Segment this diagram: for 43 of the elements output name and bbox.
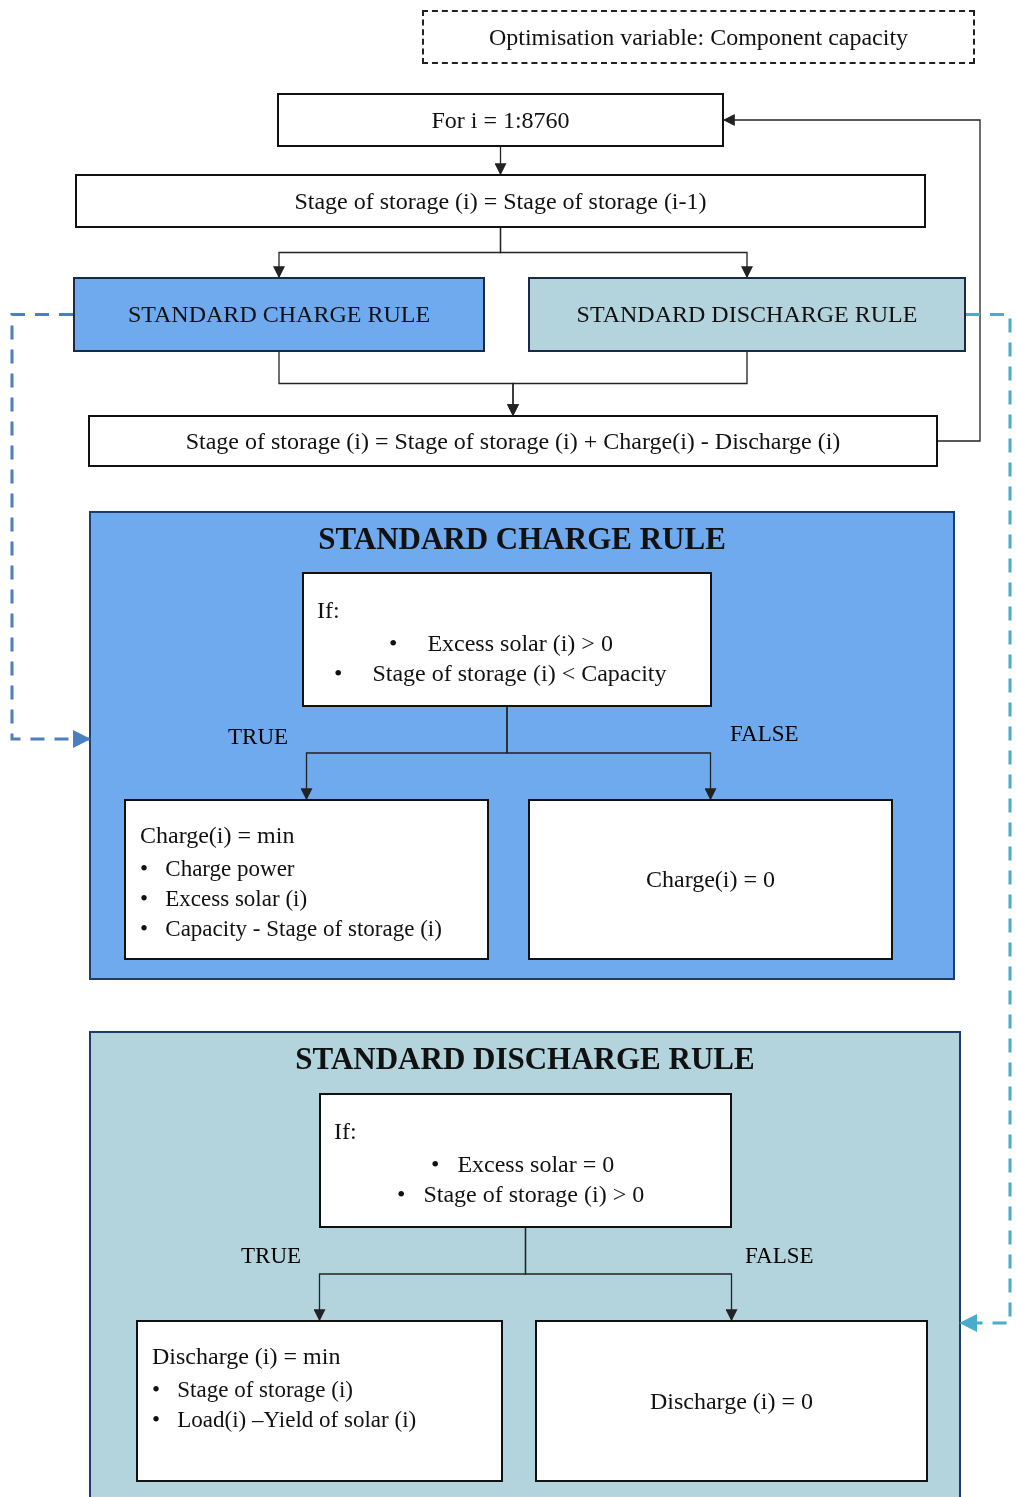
condition-heading: If:	[317, 596, 340, 625]
process-box	[277, 93, 724, 147]
condition-text: • Excess solar = 0	[431, 1150, 615, 1179]
result-box	[528, 799, 893, 960]
result-heading: Discharge (i) = min	[152, 1342, 342, 1371]
dashed-arrow	[959, 313, 1012, 1332]
rule-panel	[89, 511, 955, 980]
arrow	[722, 114, 981, 442]
arrow	[494, 146, 507, 176]
rule-panel	[89, 1031, 961, 1497]
arrow	[499, 227, 753, 279]
box-text: Stage of storage (i) = Stage of storage (i-1)	[294, 186, 707, 216]
arrow	[524, 1227, 738, 1322]
note-box	[422, 10, 975, 64]
condition-text: • Stage of storage (i) < Capacity	[334, 659, 667, 688]
box-text: For i = 1:8760	[431, 105, 570, 135]
bullet-item: • Stage of storage (i)	[152, 1375, 354, 1404]
box-text: STANDARD DISCHARGE RULE	[576, 300, 918, 329]
bullet-item: • Load(i) –Yield of solar (i)	[152, 1405, 418, 1434]
result-box	[535, 1320, 928, 1482]
panel-title: STANDARD CHARGE RULE	[317, 521, 727, 557]
bullet-item: • Excess solar (i)	[140, 884, 309, 913]
box-text: Stage of storage (i) = Stage of storage (i) + Charge(i) - Discharge (i)	[185, 426, 841, 456]
condition-text: • Stage of storage (i) > 0	[397, 1180, 645, 1209]
bullet-item: • Charge power	[140, 854, 296, 883]
box-text: STANDARD CHARGE RULE	[127, 300, 431, 329]
process-box	[88, 415, 938, 467]
condition-box	[319, 1093, 732, 1228]
box-text: Discharge (i) = 0	[649, 1386, 813, 1416]
arrow	[506, 706, 717, 801]
result-box	[124, 799, 489, 960]
condition-box	[302, 572, 712, 707]
dashed-arrow	[10, 313, 91, 748]
result-heading: Charge(i) = min	[140, 821, 296, 850]
box-text: Optimisation variable: Component capacity	[488, 22, 909, 52]
arrow	[507, 351, 748, 417]
bullet-item: • Capacity - Stage of storage (i)	[140, 914, 443, 943]
box-text: Charge(i) = 0	[645, 865, 776, 894]
result-box	[136, 1320, 503, 1482]
process-box	[75, 174, 926, 228]
condition-text: • Excess solar (i) > 0	[389, 629, 613, 658]
condition-heading: If:	[334, 1117, 357, 1146]
panel-title: STANDARD DISCHARGE RULE	[294, 1041, 756, 1077]
